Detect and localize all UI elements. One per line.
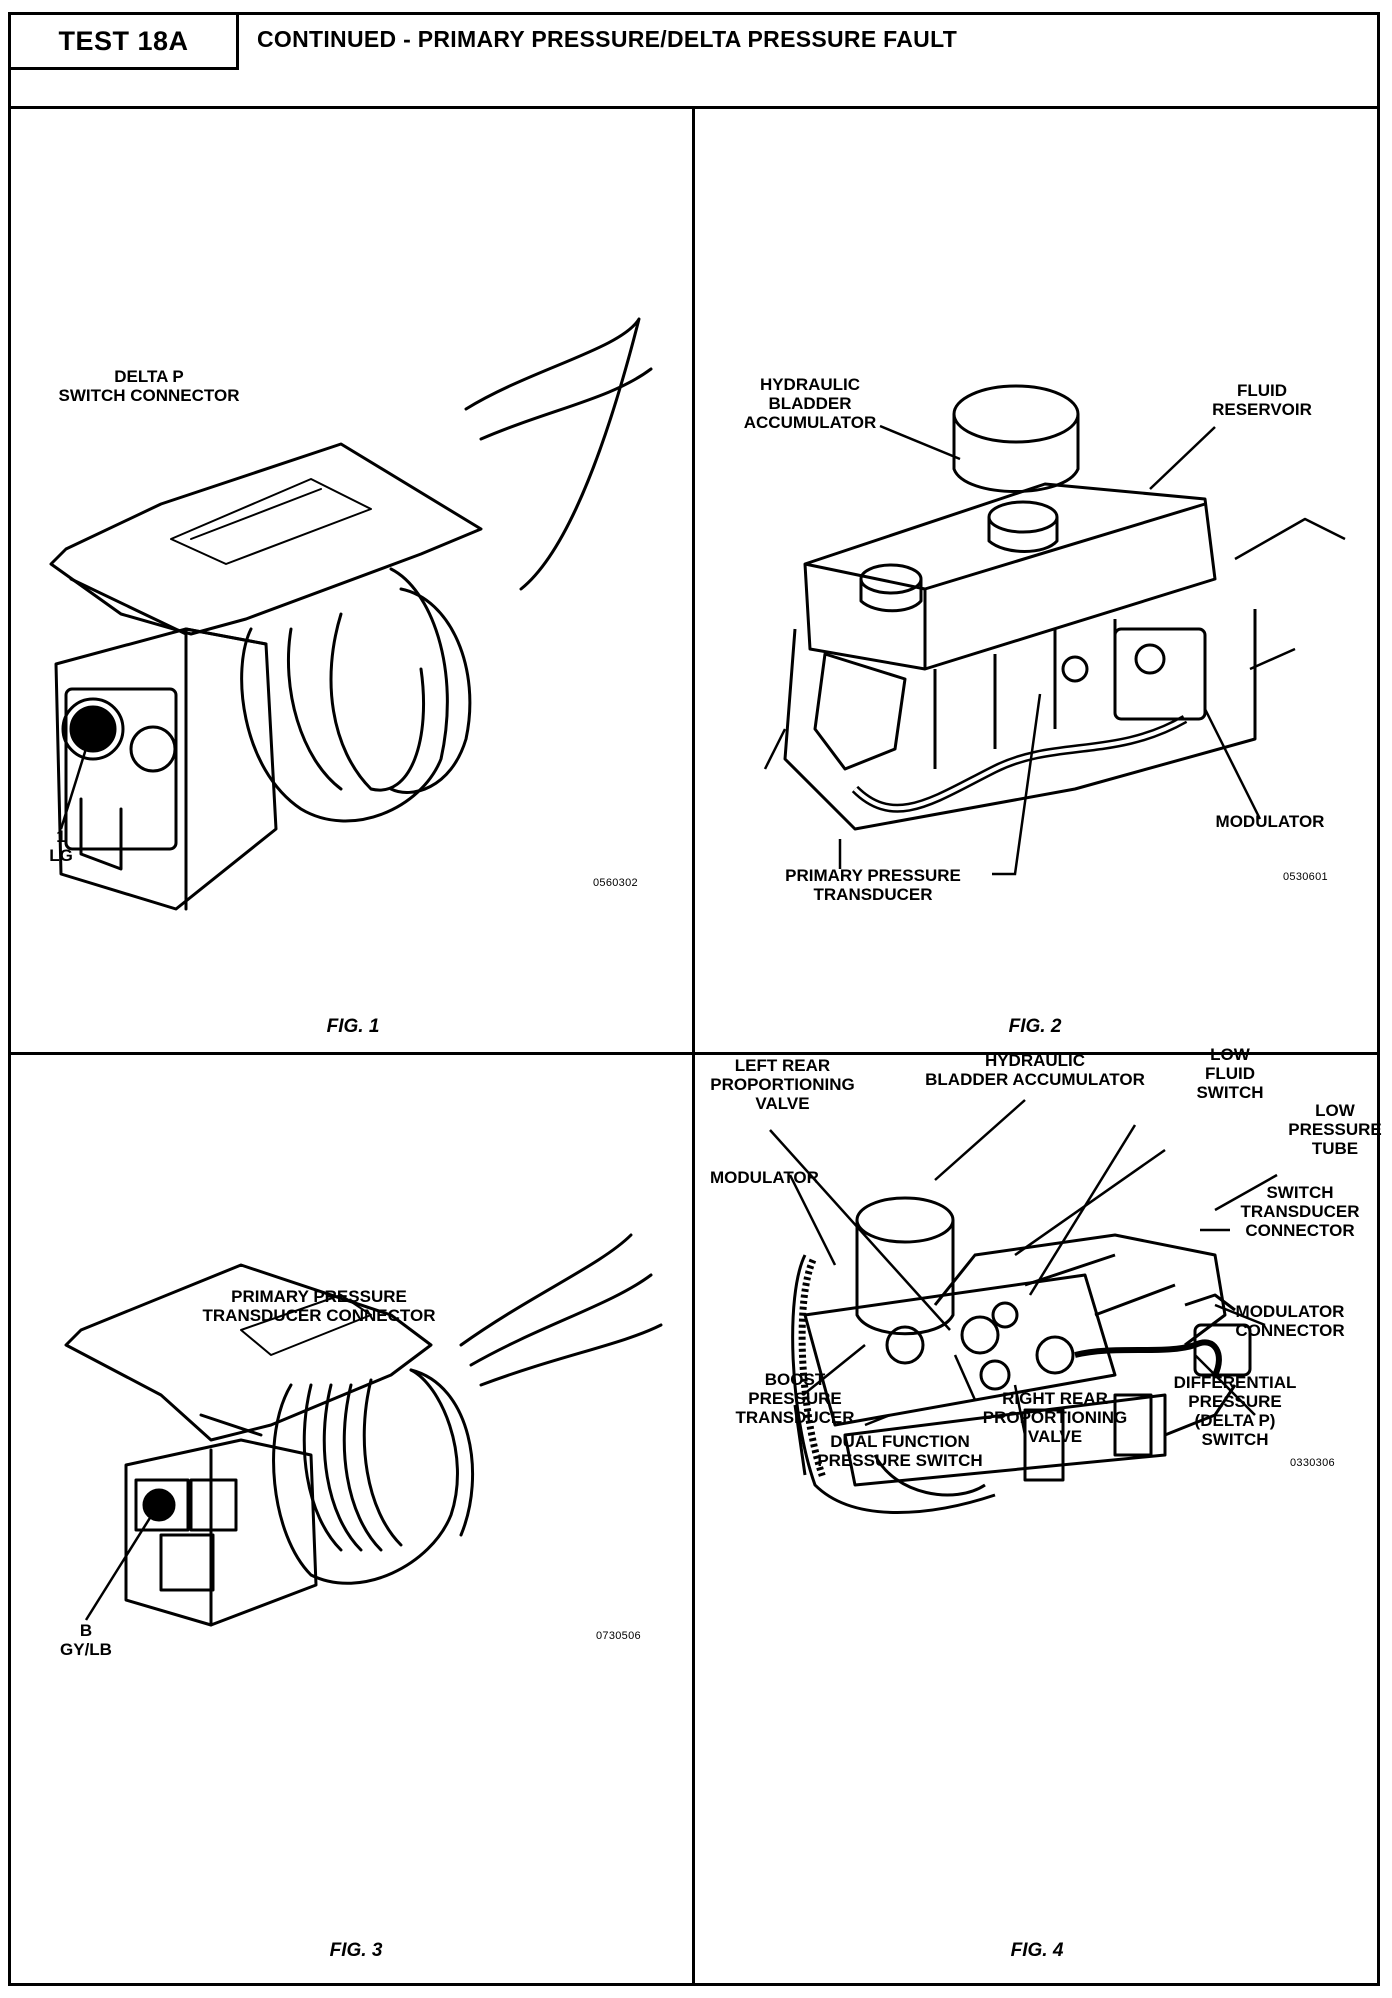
boost-pressure-transducer-label: BOOST PRESSURE TRANSDUCER bbox=[735, 1370, 855, 1427]
figure-4-leader-lines bbox=[769, 1099, 1278, 1436]
pin-1-leader-line bbox=[59, 738, 91, 830]
figure-4-caption: FIG. 4 bbox=[1010, 1940, 1064, 1961]
abs-modulator-assembly-illustration bbox=[791, 1196, 1252, 1514]
primary-pressure-transducer-connector-illustration bbox=[64, 1233, 663, 1627]
low-pressure-tube-label: LOW PRESSURE TUBE bbox=[1288, 1101, 1382, 1158]
figure-3-panel: PRIMARY PRESSURE TRANSDUCER CONNECTOR B … bbox=[11, 1055, 695, 1983]
abs-hydraulic-unit-illustration bbox=[763, 384, 1346, 869]
modulator-label: MODULATOR bbox=[710, 1168, 819, 1187]
figure-1-caption: FIG. 1 bbox=[326, 1016, 380, 1037]
pin-1-label: 1 LG bbox=[49, 827, 73, 865]
page-title: CONTINUED - PRIMARY PRESSURE/DELTA PRESS… bbox=[257, 26, 958, 52]
hydraulic-bladder-accumulator-label: HYDRAULIC BLADDER ACCUMULATOR bbox=[743, 375, 877, 432]
primary-pressure-transducer-label: PRIMARY PRESSURE TRANSDUCER bbox=[785, 866, 961, 904]
modulator-label: MODULATOR bbox=[1215, 812, 1325, 831]
delta-p-connector-illustration bbox=[49, 317, 653, 911]
low-fluid-switch-label: LOW FLUID SWITCH bbox=[1196, 1045, 1264, 1102]
delta-p-switch-connector-label: DELTA P SWITCH CONNECTOR bbox=[58, 367, 240, 405]
switch-transducer-connector-label: SWITCH TRANSDUCER CONNECTOR bbox=[1240, 1183, 1360, 1240]
left-rear-proportioning-valve-label: LEFT REAR PROPORTIONING VALVE bbox=[710, 1056, 855, 1113]
figure-4-code: 0330306 bbox=[1290, 1457, 1335, 1469]
figure-3-caption: FIG. 3 bbox=[329, 1940, 383, 1961]
figure-4-panel: LEFT REAR PROPORTIONING VALVE HYDRAULIC … bbox=[695, 1045, 1382, 1983]
pin-b-label: B GY/LB bbox=[60, 1621, 112, 1659]
figure-3-code: 0730506 bbox=[596, 1630, 641, 1642]
differential-pressure-switch-label: DIFFERENTIAL PRESSURE (DELTA P) SWITCH bbox=[1173, 1373, 1297, 1449]
figure-1-panel: DELTA P SWITCH CONNECTOR 1 LG 0560302 FI… bbox=[11, 109, 695, 1055]
fluid-reservoir-label: FLUID RESERVOIR bbox=[1212, 381, 1312, 419]
figure-1-code: 0560302 bbox=[593, 877, 638, 889]
document-page: TEST 18A CONTINUED - PRIMARY PRESSURE/DE… bbox=[8, 12, 1382, 1986]
figure-2-code: 0530601 bbox=[1283, 871, 1328, 883]
modulator-connector-label: MODULATOR CONNECTOR bbox=[1235, 1302, 1345, 1340]
primary-pressure-transducer-connector-label: PRIMARY PRESSURE TRANSDUCER CONNECTOR bbox=[202, 1287, 436, 1325]
figure-2-caption: FIG. 2 bbox=[1008, 1016, 1062, 1037]
figure-2-leader-lines bbox=[879, 424, 1262, 876]
figure-2-panel: HYDRAULIC BLADDER ACCUMULATOR FLUID RESE… bbox=[695, 109, 1377, 1055]
hydraulic-bladder-accumulator-label: HYDRAULIC BLADDER ACCUMULATOR bbox=[925, 1051, 1145, 1089]
right-rear-proportioning-valve-label: RIGHT REAR PROPORTIONING VALVE bbox=[982, 1389, 1128, 1446]
test-number: TEST 18A bbox=[58, 25, 189, 56]
dual-function-pressure-switch-label: DUAL FUNCTION PRESSURE SWITCH bbox=[817, 1432, 983, 1470]
pin-b-leader-line bbox=[84, 1512, 155, 1621]
test-number-box: TEST 18A bbox=[11, 15, 239, 70]
page-header: TEST 18A CONTINUED - PRIMARY PRESSURE/DE… bbox=[11, 15, 1377, 109]
